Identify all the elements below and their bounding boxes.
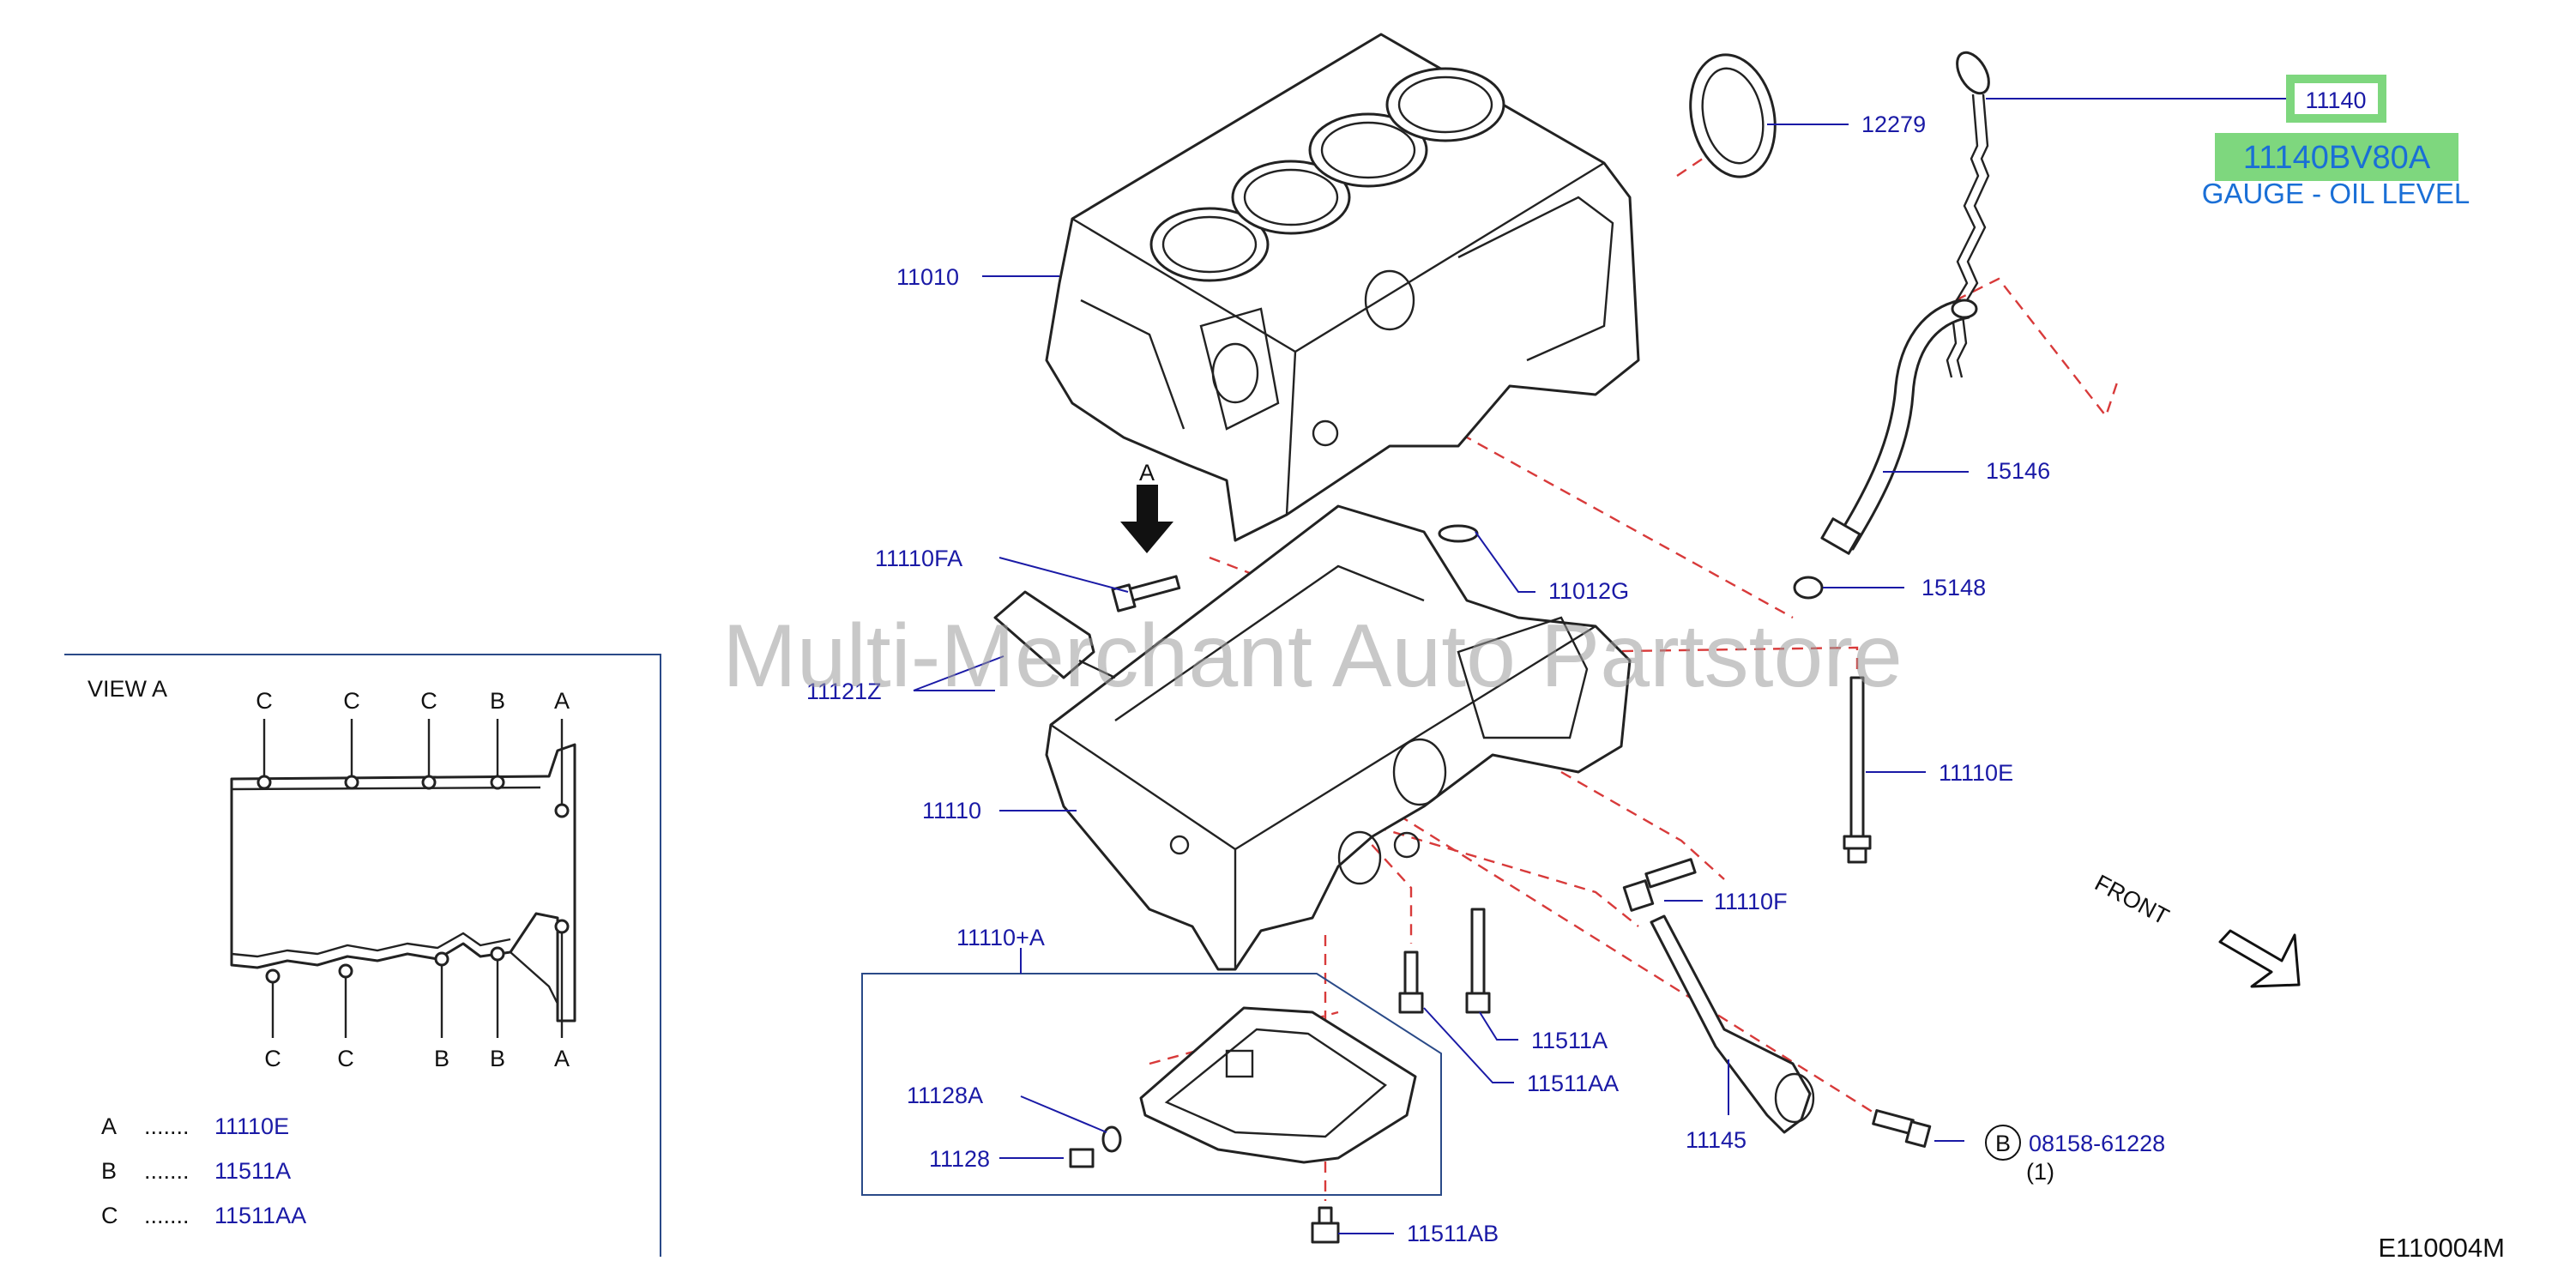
- bolt-11110E: [1843, 676, 1872, 864]
- bolt-11511AB: [1311, 1206, 1340, 1244]
- view-legend: A ....... 11110E B ....... 11511A C ....…: [101, 1113, 306, 1228]
- oil-strainer-11121Z: [993, 590, 1116, 679]
- oil-pan-upper-11110: [1045, 504, 1632, 971]
- callout-08158-qty: (1): [2026, 1159, 2054, 1185]
- front-indicator: FRONT: [2090, 870, 2301, 988]
- view-arrow-a: A: [1120, 460, 1173, 553]
- callout-11145: 11145: [1686, 1127, 1746, 1153]
- callout-11128A: 11128A: [907, 1083, 983, 1108]
- callout-08158-61228: 08158-61228: [2029, 1131, 2165, 1156]
- cylinder-block-11010: [1045, 33, 1640, 542]
- front-label: FRONT: [2090, 870, 2173, 930]
- callout-11121Z: 11121Z: [806, 679, 882, 704]
- bolt-11110FA: [1111, 575, 1181, 612]
- view-top-label: A: [554, 688, 570, 714]
- crank-sensor-11145: [1650, 914, 1815, 1134]
- view-title: VIEW A: [87, 676, 167, 702]
- legend-key: C: [101, 1203, 118, 1228]
- view-bottom-label: C: [264, 1046, 281, 1071]
- o-ring-15148: [1793, 576, 1824, 600]
- circle-b-marker: [1985, 1125, 2021, 1161]
- legend-part: 11511A: [214, 1158, 291, 1184]
- bolts-11511A: [1398, 908, 1491, 1014]
- oil-pan-lower-assembly: [861, 952, 1442, 1196]
- callout-11110-plus-a: 11110+A: [956, 925, 1045, 950]
- legend-part: 11511AA: [214, 1203, 306, 1228]
- drawing-code: E110004M: [2378, 1233, 2505, 1263]
- callout-11012G: 11012G: [1548, 578, 1629, 604]
- bolt-08158-61228: [1872, 1109, 1932, 1148]
- assembly-lines: [1149, 136, 2121, 1201]
- callout-11110F: 11110F: [1714, 889, 1788, 914]
- arrow-label: A: [1139, 460, 1155, 486]
- callout-11110E: 11110E: [1939, 760, 2013, 786]
- view-a-panel: VIEW A C C C B A C C B B A: [64, 654, 661, 1257]
- legend-dots: .......: [144, 1203, 190, 1228]
- front-arrow-icon: [2218, 929, 2301, 988]
- callout-11511A: 11511A: [1531, 1028, 1608, 1053]
- leader-lines: [913, 98, 2286, 1234]
- view-top-label: B: [490, 688, 505, 714]
- highlight-part-number: 11140BV80A: [2243, 140, 2431, 176]
- legend-dots: .......: [144, 1158, 190, 1184]
- gasket-11012G: [1438, 524, 1479, 543]
- callout-11511AB: 11511AB: [1407, 1221, 1499, 1246]
- highlight-description: GAUGE - OIL LEVEL: [2202, 178, 2470, 209]
- legend-key: B: [101, 1158, 117, 1184]
- watermark: Multi-Merchant Auto Partstore: [722, 606, 1903, 706]
- callout-11110: 11110: [922, 798, 981, 824]
- view-bottom-label: C: [337, 1046, 354, 1071]
- rear-oil-seal-12279: [1689, 53, 1777, 178]
- view-top-label: C: [256, 688, 273, 714]
- view-bottom-label: A: [554, 1046, 570, 1071]
- highlighted-part: 11140 11140BV80A GAUGE - OIL LEVEL: [2202, 75, 2470, 209]
- callout-15148: 15148: [1921, 575, 1986, 600]
- callout-11110FA: 11110FA: [875, 546, 962, 571]
- gauge-guide-15146: [1820, 299, 1978, 555]
- callouts: 12279 11010 15146 15148 11012G 11110FA 1…: [806, 112, 2165, 1246]
- callout-15146: 15146: [1986, 458, 2050, 484]
- bolt-11110F: [1622, 858, 1697, 912]
- circle-b-label: B: [1995, 1131, 2011, 1156]
- view-bottom-markers: C C B B A: [264, 919, 570, 1071]
- view-bottom-label: B: [434, 1046, 449, 1071]
- legend-dots: .......: [144, 1113, 190, 1139]
- legend-part: 11110E: [214, 1113, 289, 1139]
- callout-11010: 11010: [896, 264, 959, 290]
- callout-11511AA: 11511AA: [1527, 1071, 1619, 1096]
- highlight-ref: 11140: [2305, 87, 2366, 113]
- legend-key: A: [101, 1113, 117, 1139]
- view-top-label: C: [343, 688, 360, 714]
- view-top-markers: C C C B A: [256, 688, 570, 818]
- callout-12279: 12279: [1861, 112, 1926, 137]
- oil-level-gauge-11140: [1946, 51, 1990, 378]
- view-top-label: C: [420, 688, 437, 714]
- view-bottom-label: B: [490, 1046, 505, 1071]
- callout-11128: 11128: [929, 1146, 990, 1172]
